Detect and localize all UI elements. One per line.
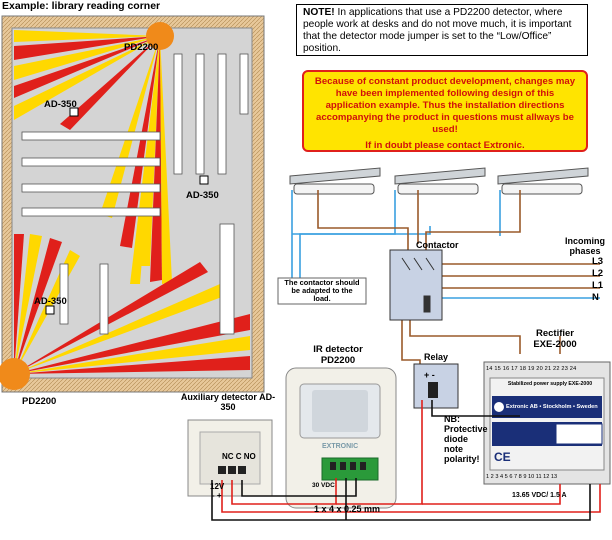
aux-detector-supply: 12V [210, 482, 225, 491]
ir-detector-model: PD2200 [320, 355, 356, 366]
rectifier-terminals-bottom: 1 2 3 4 5 6 7 8 9 10 11 12 13 [486, 474, 558, 480]
ir-detector-title: IR detector [313, 344, 363, 355]
warning-contact: If in doubt please contact Extronic. [365, 140, 525, 151]
ad350-label-3: AD-350 [34, 296, 67, 307]
ad350-label-2: AD-350 [186, 190, 219, 201]
rectifier-terminals-top: 14 15 16 17 18 19 20 21 22 23 24 [486, 366, 577, 372]
phase-l1: L1 [592, 280, 604, 291]
contactor-label: Contactor [416, 240, 459, 250]
relay-polarity: + - [424, 370, 435, 380]
warning-box: Because of constant product development,… [302, 70, 588, 152]
relay-label: Relay [424, 352, 449, 362]
ad350-sensor-3 [45, 305, 55, 315]
shelves [21, 53, 249, 335]
aux-detector-title: Auxiliary detector AD-350 [180, 392, 276, 412]
ir-detector-voltage: 30 VDC [312, 482, 335, 489]
note-box: NOTE! In applications that use a PD2200 … [296, 4, 588, 56]
example-title: Example: library reading corner [2, 0, 161, 12]
relay-note: NB: Protective diode note polarity! [444, 414, 488, 464]
rectifier-title: Rectifier [535, 328, 574, 339]
aux-detector-polarity: - + [212, 491, 222, 500]
pd2200-bottom-label: PD2200 [22, 396, 57, 407]
ir-detector-cable: 1 x 4 x 0.25 mm [314, 504, 381, 514]
floorplan [0, 15, 265, 393]
phase-l3: L3 [592, 256, 604, 267]
rectifier-brand: Extronic AB • Stockholm • Sweden [506, 404, 598, 410]
rectifier-device-title: Stabilized power supply EXE-2000 [507, 381, 593, 387]
rectifier-output: 13.65 VDC/ 1.5 A [512, 492, 567, 499]
aux-detector-unit [187, 419, 273, 497]
ad350-sensor-1 [69, 107, 79, 117]
lamp-fixtures [289, 167, 589, 195]
beam-fan-top [14, 22, 174, 284]
contactor-note: The contactor should be adapted to the l… [284, 278, 360, 303]
ad350-sensor-2 [199, 175, 209, 185]
warning-text: Because of constant product development,… [314, 76, 576, 135]
note-text: In applications that use a PD2200 detect… [303, 7, 572, 54]
note-label: NOTE! [303, 7, 335, 18]
rectifier-ce-mark: CE [494, 450, 511, 464]
rectifier-unit [483, 361, 611, 485]
ad350-label-1: AD-350 [44, 99, 77, 110]
aux-detector-terminals: NC C NO [222, 452, 256, 461]
rectifier-model: EXE-2000 [533, 339, 577, 350]
ir-detector-brand: EXTRONIC [322, 443, 359, 450]
pd2200-top-label: PD2200 [124, 42, 159, 53]
phases-title: Incoming phases [565, 236, 605, 256]
ir-detector-unit [285, 367, 397, 509]
phase-n: N [592, 292, 599, 303]
phase-l2: L2 [592, 268, 604, 279]
